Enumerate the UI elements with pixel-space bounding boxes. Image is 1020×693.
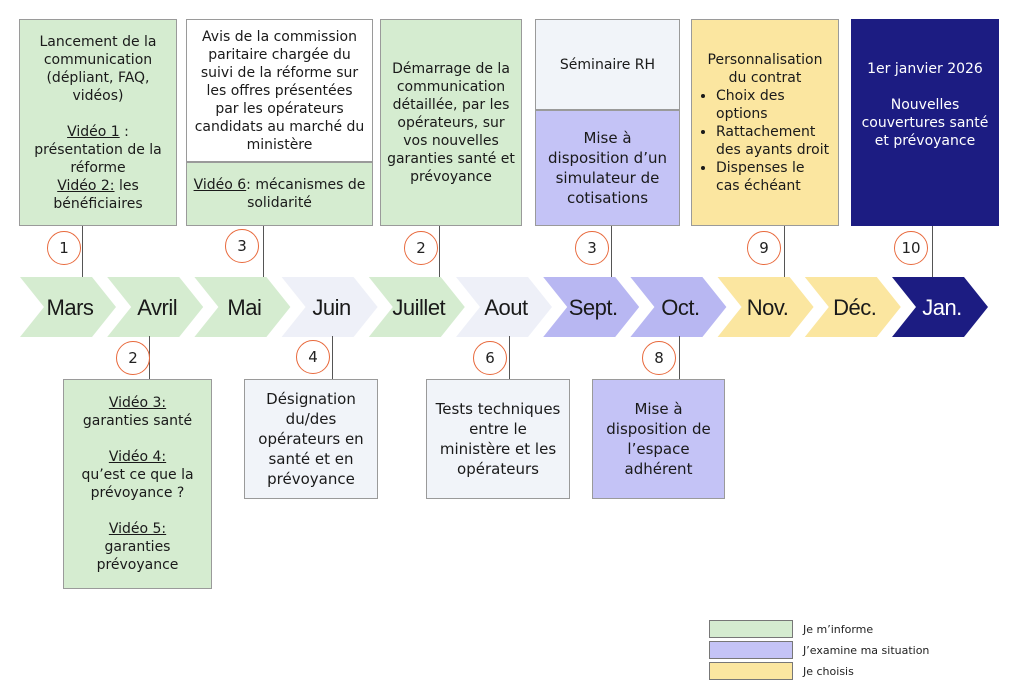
mai-lower-box: Vidéo 6: mécanismes de solidarité: [186, 162, 373, 226]
month-label: Déc.: [833, 295, 876, 320]
connector-line: [263, 226, 264, 278]
video1-text: : présentation de la réforme: [34, 123, 162, 176]
juillet-box: Démarrage de la communication détaillée,…: [380, 19, 522, 226]
designation-text: Désignation du/des opérateurs en santé e…: [258, 390, 364, 488]
video4-label[interactable]: Vidéo 4:: [108, 449, 167, 465]
step-number: 3: [575, 231, 609, 265]
connector-line: [509, 336, 510, 380]
month-chevron: [107, 277, 204, 337]
legend-item-informe: Je m’informe: [709, 620, 873, 638]
step-number: 8: [642, 341, 676, 375]
legend-item-examine: J’examine ma situation: [709, 641, 929, 659]
month-chevron: [20, 277, 116, 337]
video6-text: : mécanismes de solidarité: [246, 177, 366, 211]
juin-box: Désignation du/des opérateurs en santé e…: [244, 379, 378, 499]
juillet-text: Démarrage de la communication détaillée,…: [387, 60, 515, 185]
legend-label: Je m’informe: [803, 622, 874, 636]
step-number: 6: [473, 341, 507, 375]
jan-box: 1er janvier 2026 Nouvelles couvertures s…: [851, 19, 999, 226]
step-number: 3: [225, 229, 259, 263]
jan-text: Nouvelles couvertures santé et prévoyanc…: [861, 97, 989, 149]
month-label: Sept.: [569, 295, 618, 320]
connector-line: [679, 336, 680, 380]
legend-item-choisis: Je choisis: [709, 662, 854, 680]
month-label: Oct.: [661, 295, 699, 320]
month-chevron: [194, 277, 291, 337]
month-label: Avril: [137, 295, 177, 320]
legend-label: J’examine ma situation: [803, 643, 930, 657]
mai-upper-box: Avis de la commission paritaire chargée …: [186, 19, 373, 162]
seminaire-text: Séminaire RH: [559, 56, 656, 73]
legend-label: Je choisis: [803, 664, 854, 678]
connector-line: [332, 336, 333, 380]
step-number: 1: [47, 231, 81, 265]
month-chevron: [543, 277, 640, 337]
mars-box: Lancement de la communication (dépliant,…: [19, 19, 177, 226]
connector-line: [82, 226, 83, 278]
month-label: Nov.: [747, 295, 789, 320]
video4-text: qu’est ce que la prévoyance ?: [81, 467, 194, 501]
month-chevron: [804, 277, 901, 337]
connector-line: [439, 226, 440, 278]
legend-swatch: [709, 641, 793, 659]
connector-line: [784, 226, 785, 278]
month-chevron: [281, 277, 378, 337]
connector-line: [932, 226, 933, 278]
month-chevron: [456, 277, 552, 337]
connector-line: [611, 226, 612, 278]
simulateur-text: Mise à disposition d’un simulateur de co…: [548, 129, 667, 207]
aout-box: Tests techniques entre le ministère et l…: [426, 379, 570, 499]
step-number: 10: [894, 231, 928, 265]
video5-text: garanties prévoyance: [96, 539, 179, 573]
mars-launch-text: Lancement de la communication (dépliant,…: [39, 33, 157, 104]
step-number: 2: [116, 341, 150, 375]
video5-label[interactable]: Vidéo 5:: [108, 521, 167, 537]
sept-lower-box: Mise à disposition d’un simulateur de co…: [535, 110, 680, 226]
step-number: 2: [404, 231, 438, 265]
personnalisation-list: Choix des options Rattachement des ayant…: [698, 87, 832, 195]
month-label: Mai: [227, 295, 261, 320]
mai-commission-text: Avis de la commission paritaire chargée …: [194, 28, 365, 153]
video3-text: garanties santé: [82, 413, 193, 429]
list-item: Choix des options: [716, 87, 832, 123]
month-chevron: [630, 277, 727, 337]
oct-box: Mise à disposition de l’espace adhérent: [592, 379, 725, 499]
video3-label[interactable]: Vidéo 3:: [108, 395, 167, 411]
legend-swatch: [709, 662, 793, 680]
list-item: Dispenses le cas échéant: [716, 159, 832, 195]
step-number: 9: [747, 231, 781, 265]
nov-box: Personnalisation du contrat Choix des op…: [691, 19, 839, 226]
tests-text: Tests techniques entre le ministère et l…: [435, 400, 561, 478]
personnalisation-title: Personnalisation du contrat: [707, 51, 823, 86]
month-label: Mars: [47, 295, 94, 320]
month-label: Aout: [484, 295, 528, 320]
month-label: Juillet: [392, 295, 445, 320]
month-label: Juin: [312, 295, 350, 320]
video1-label[interactable]: Vidéo 1: [67, 123, 120, 140]
list-item: Rattachement des ayants droit: [716, 123, 832, 159]
month-chevron: [892, 277, 988, 337]
jan-date: 1er janvier 2026: [867, 61, 983, 77]
avril-box: Vidéo 3: garanties santé Vidéo 4: qu’est…: [63, 379, 212, 589]
month-label: Jan.: [922, 295, 962, 320]
video2-text: les bénéficiaires: [53, 177, 143, 212]
video2-label[interactable]: Vidéo 2:: [57, 177, 115, 194]
espace-adherent-text: Mise à disposition de l’espace adhérent: [606, 400, 711, 478]
step-number: 4: [296, 340, 330, 374]
video6-label[interactable]: Vidéo 6: [193, 177, 247, 193]
sept-upper-box: Séminaire RH: [535, 19, 680, 110]
month-chevron: [717, 277, 814, 337]
legend-swatch: [709, 620, 793, 638]
month-chevron: [368, 277, 465, 337]
